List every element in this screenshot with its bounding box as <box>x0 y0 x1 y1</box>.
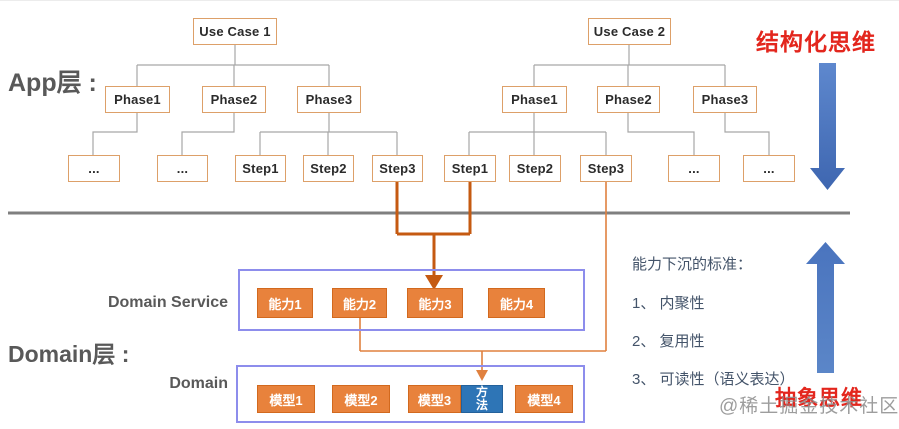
model-2-box: 模型2 <box>332 385 390 413</box>
uc2-phase1-box: Phase1 <box>502 86 567 113</box>
uc1-phase2-box: Phase2 <box>202 86 266 113</box>
thin-orange-arrowhead <box>476 370 488 381</box>
domain-label: Domain <box>169 375 228 392</box>
uc1-step2-box: Step2 <box>303 155 354 182</box>
method-box-label: 方法 <box>475 385 488 412</box>
criteria-item-1: 1、 内聚性 <box>632 295 705 312</box>
uc1-phase1-box: Phase1 <box>105 86 170 113</box>
criteria-list: 1、 内聚性 2、 复用性 3、 可读性（语义表达） <box>632 292 795 389</box>
capability-3-box: 能力3 <box>407 288 463 318</box>
uc2-ellipsis-box-2: ... <box>743 155 795 182</box>
uc2-phase3-box: Phase3 <box>693 86 757 113</box>
domain-service-label: Domain Service <box>107 294 228 311</box>
domain-service-frame <box>238 269 585 331</box>
abstract-thinking-label: 抽象思维 <box>775 387 863 410</box>
domain-frame <box>236 365 585 423</box>
uc1-ellipsis-box-1: ... <box>68 155 120 182</box>
uc1-step1-box: Step1 <box>235 155 286 182</box>
use-case-2-box: Use Case 2 <box>588 18 671 45</box>
model-4-box: 模型4 <box>515 385 573 413</box>
tree1-connectors <box>92 45 398 155</box>
uc2-step3-box: Step3 <box>580 155 632 182</box>
method-box: 方法 <box>461 385 503 413</box>
structured-thinking-arrow-down <box>810 63 845 190</box>
thin-orange-connector <box>359 182 607 371</box>
criteria-title: 能力下沉的标准： <box>632 256 753 273</box>
capability-2-box: 能力2 <box>332 288 387 318</box>
capability-sinking-criteria: 能力下沉的标准： 1、 内聚性 2、 复用性 3、 可读性（语义表达） <box>632 253 795 406</box>
thick-orange-connector <box>395 182 472 277</box>
criteria-item-2: 2、 复用性 <box>632 333 705 350</box>
tree2-connectors <box>468 45 770 155</box>
uc1-ellipsis-box-2: ... <box>157 155 208 182</box>
uc2-step1-box: Step1 <box>444 155 496 182</box>
model-3-box: 模型3 <box>408 385 461 413</box>
domain-layer-label: Domain层 : <box>8 341 130 367</box>
uc2-ellipsis-box-1: ... <box>668 155 720 182</box>
uc1-phase3-box: Phase3 <box>297 86 361 113</box>
uc1-step3-box: Step3 <box>372 155 423 182</box>
criteria-item-3: 3、 可读性（语义表达） <box>632 371 795 388</box>
capability-4-box: 能力4 <box>488 288 545 318</box>
watermark: @稀土掘金技术社区 <box>719 396 899 417</box>
capability-1-box: 能力1 <box>257 288 313 318</box>
model-1-box: 模型1 <box>257 385 315 413</box>
abstract-thinking-arrow-up <box>806 242 845 373</box>
uc2-phase2-box: Phase2 <box>597 86 660 113</box>
structured-thinking-label: 结构化思维 <box>756 29 876 55</box>
thick-orange-arrowhead <box>425 275 443 290</box>
app-layer-label: App层 : <box>8 69 97 97</box>
use-case-1-box: Use Case 1 <box>193 18 277 45</box>
uc2-step2-box: Step2 <box>509 155 561 182</box>
